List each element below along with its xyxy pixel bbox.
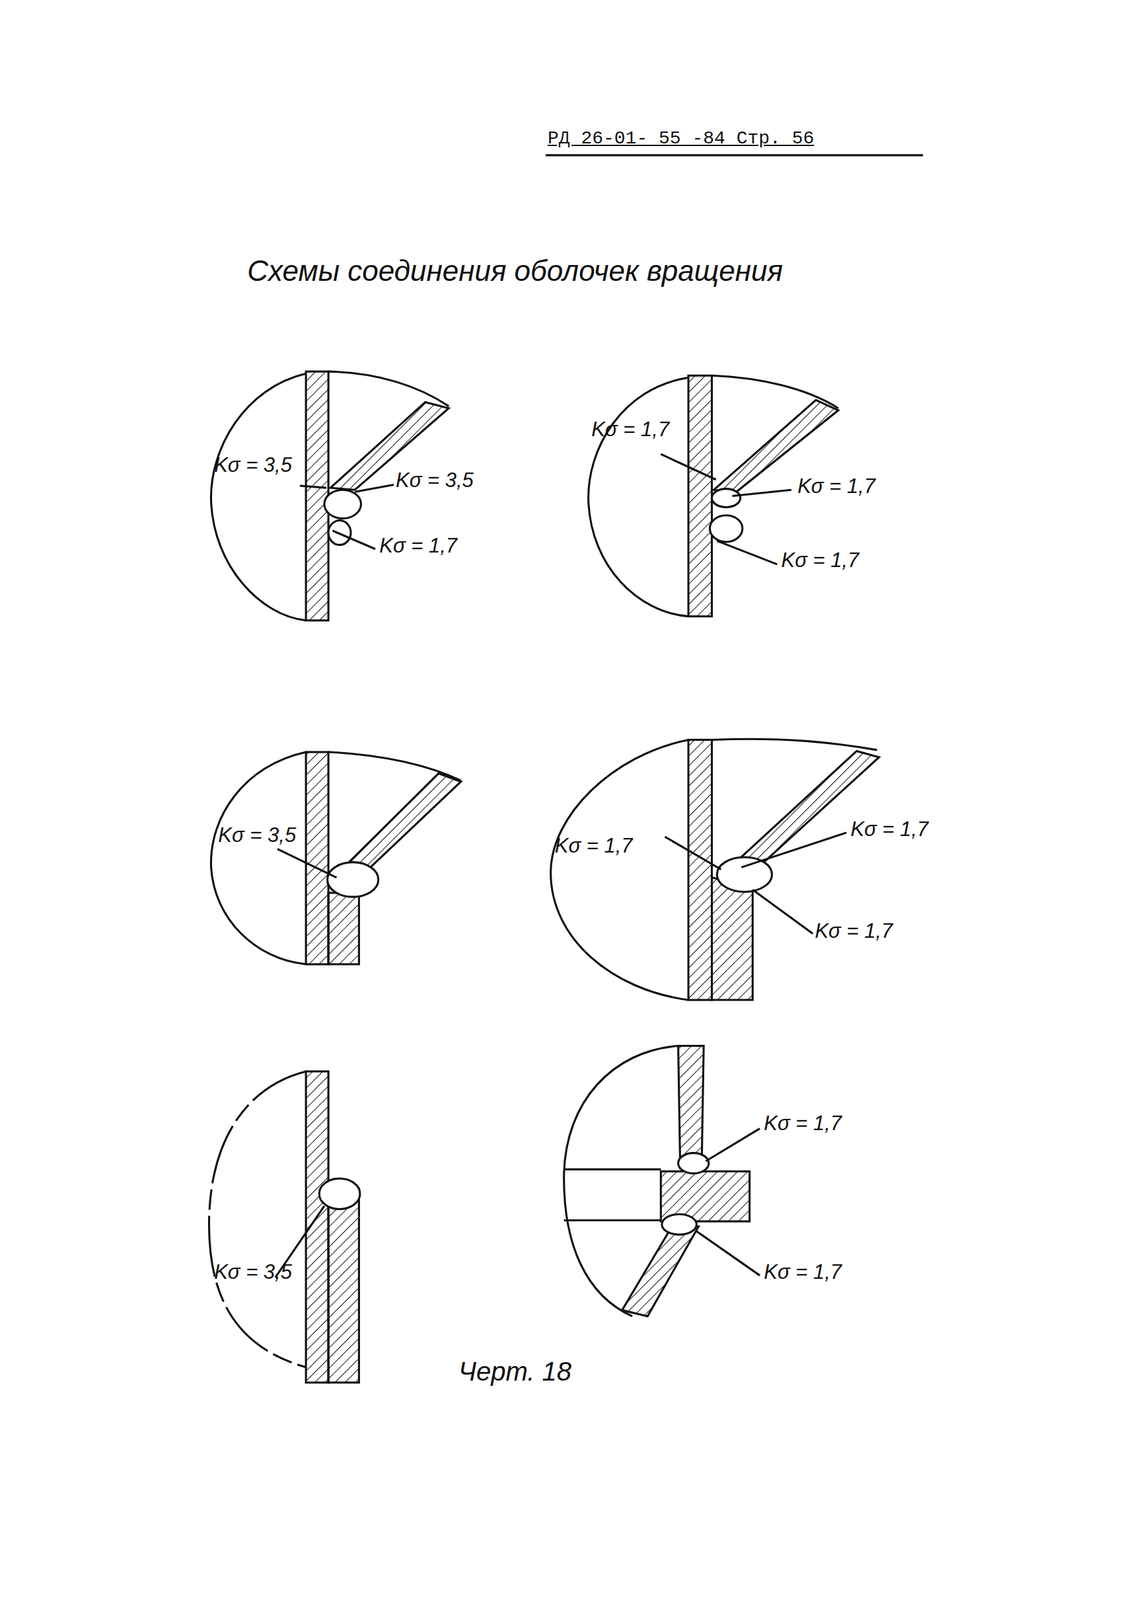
stress-factor-label: Kσ = 1,7 <box>797 474 876 498</box>
stress-factor-label: Kσ = 3,5 <box>214 453 292 477</box>
stress-factor-label: Kσ = 3,5 <box>218 823 296 847</box>
stress-factor-label: Kσ = 1,7 <box>591 418 670 441</box>
stress-factor-label: Kσ = 3,5 <box>214 1260 292 1283</box>
stress-factor-label: Kσ = 1,7 <box>379 534 458 557</box>
stress-factor-label: Kσ = 3,5 <box>395 469 474 492</box>
stress-factor-label: Kσ = 1,7 <box>850 817 929 841</box>
stress-factor-label: Kσ = 1,7 <box>780 548 859 572</box>
figure-caption: Черт. 18 <box>458 1356 572 1386</box>
document-header: РД 26-01- 55 -84 Стр. 56 <box>547 128 814 150</box>
stress-factor-label: Kσ = 1,7 <box>763 1260 842 1283</box>
stress-factor-label: Kσ = 1,7 <box>763 1111 842 1135</box>
stress-factor-label: Kσ = 1,7 <box>554 834 633 857</box>
figure-title: Схемы соединения оболочек вращения <box>247 255 783 287</box>
stress-factor-label: Kσ = 1,7 <box>814 919 893 943</box>
